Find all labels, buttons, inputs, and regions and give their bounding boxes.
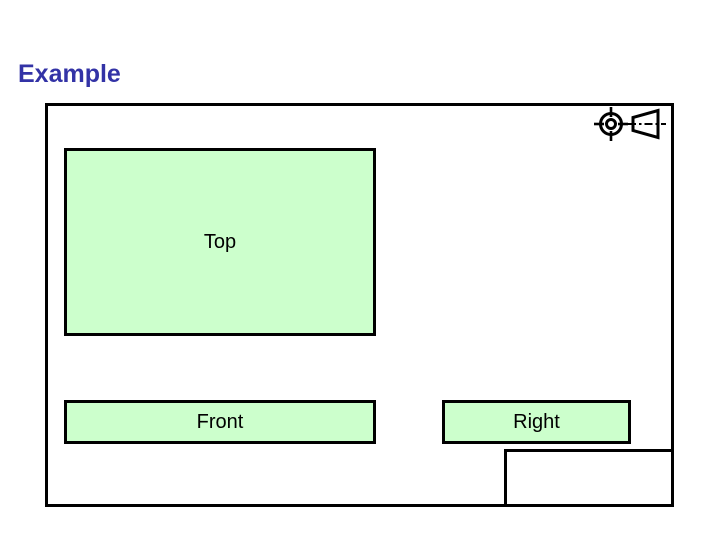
view-right-label: Right	[513, 410, 560, 433]
view-right: Right	[442, 400, 631, 444]
view-front: Front	[64, 400, 376, 444]
projection-cone-view	[628, 108, 666, 140]
projection-circle-view	[594, 107, 628, 141]
view-top: Top	[64, 148, 376, 336]
title-block	[504, 449, 674, 507]
third-angle-projection-icon	[594, 107, 666, 141]
view-front-label: Front	[196, 410, 244, 433]
view-top-label: Top	[203, 230, 237, 253]
slide-title: Example	[18, 60, 121, 88]
